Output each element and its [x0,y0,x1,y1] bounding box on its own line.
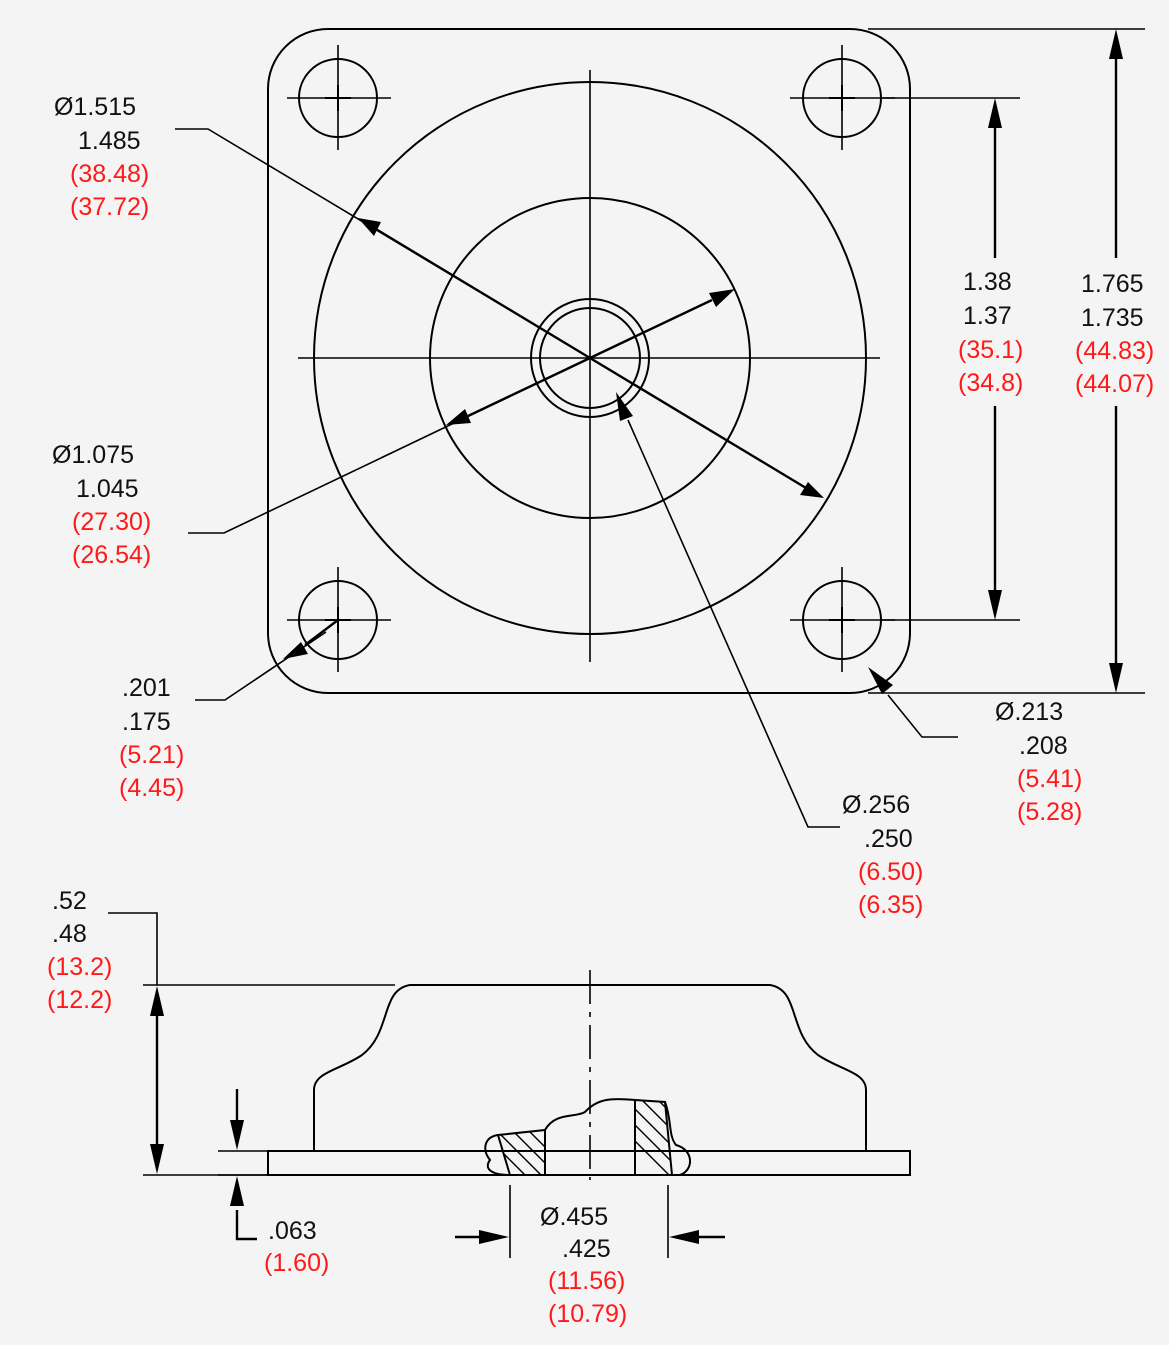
hole-spacing-max-mm: (35.1) [958,336,1023,364]
overall-height-min-mm: (12.2) [47,986,112,1014]
boss-diameter-label: Ø.455 .425 (11.56) (10.79) [540,1203,627,1328]
outer-diameter-max: Ø1.515 [54,93,136,121]
corner-radius-min: .175 [122,708,171,736]
overall-size-min-mm: (44.07) [1075,370,1154,398]
hole-spacing-max: 1.38 [963,268,1012,296]
inner-diameter-label: Ø1.075 1.045 (27.30) (26.54) [52,441,151,569]
overall-size-max: 1.765 [1081,270,1144,298]
inner-diameter-max-mm: (27.30) [72,508,151,536]
mounting-plate-outline [267,28,911,694]
boss-diameter-max-mm: (11.56) [548,1267,625,1295]
hole-spacing-min: 1.37 [963,302,1012,330]
mount-hole-top-right [790,45,895,150]
outer-diameter-max-mm: (38.48) [70,160,149,188]
center-hole-diameter-dimension [616,392,840,828]
mount-hole-top-left [287,45,391,150]
corner-radius-max-mm: (5.21) [119,741,184,769]
overall-height-max-mm: (13.2) [47,953,112,981]
inner-diameter-min: 1.045 [76,475,139,503]
corner-radius-dimension [195,619,339,701]
inner-diameter-max: Ø1.075 [52,441,134,469]
overall-height-min: .48 [52,920,87,948]
outer-diameter-min: 1.485 [78,127,141,155]
corner-radius-label: .201 .175 (5.21) (4.45) [119,674,184,802]
mount-hole-diameter-min: .208 [1019,732,1068,760]
overall-size-label: 1.765 1.735 (44.83) (44.07) [1075,270,1154,398]
mount-hole-diameter-label: Ø.213 .208 (5.41) (5.28) [995,698,1082,826]
overall-height-max: .52 [52,887,87,915]
overall-size-max-mm: (44.83) [1075,337,1154,365]
boss-diameter-min: .425 [562,1235,611,1263]
break-line [544,1098,636,1131]
mount-hole-bottom-left [287,567,391,672]
boss-section-right [634,1098,691,1176]
boss-diameter-max: Ø.455 [540,1203,608,1231]
center-hole-diameter-min-mm: (6.35) [858,891,923,919]
base-plate-section [267,1150,911,1176]
mount-hole-diameter-dimension [868,667,958,738]
base-thickness-value-mm: (1.60) [264,1249,329,1277]
top-view [175,28,1145,828]
overall-size-min: 1.735 [1081,304,1144,332]
inner-diameter-dimension [188,289,735,534]
base-thickness-label: .063 (1.60) [264,1217,329,1277]
hole-spacing-dimension [880,97,1020,621]
base-thickness-dimension [218,1089,268,1241]
center-hole-diameter-max-mm: (6.50) [858,858,923,886]
center-lines [298,70,880,662]
outer-diameter-label: Ø1.515 1.485 (38.48) (37.72) [54,93,149,221]
hole-spacing-min-mm: (34.8) [958,369,1023,397]
overall-size-dimension [868,28,1145,694]
mount-hole-bottom-right [790,567,895,672]
overall-height-label: .52 .48 (13.2) (12.2) [47,887,112,1014]
boss-section-left [484,1128,546,1176]
outer-diameter-min-mm: (37.72) [70,193,149,221]
boss-diameter-dimension [455,1185,725,1258]
base-thickness-value: .063 [268,1217,317,1245]
center-hole-diameter-label: Ø.256 .250 (6.50) (6.35) [842,791,923,919]
boss-diameter-min-mm: (10.79) [548,1300,627,1328]
corner-radius-max: .201 [122,674,171,702]
center-hole-diameter-min: .250 [864,825,913,853]
corner-radius-min-mm: (4.45) [119,774,184,802]
hole-spacing-label: 1.38 1.37 (35.1) (34.8) [958,268,1023,397]
inner-diameter-min-mm: (26.54) [72,541,151,569]
mount-hole-diameter-max: Ø.213 [995,698,1063,726]
overall-height-dimension [108,912,395,1176]
mount-hole-diameter-max-mm: (5.41) [1017,765,1082,793]
outer-diameter-dimension [175,128,824,498]
center-hole-diameter-max: Ø.256 [842,791,910,819]
side-view [108,912,911,1258]
mount-hole-diameter-min-mm: (5.28) [1017,798,1082,826]
